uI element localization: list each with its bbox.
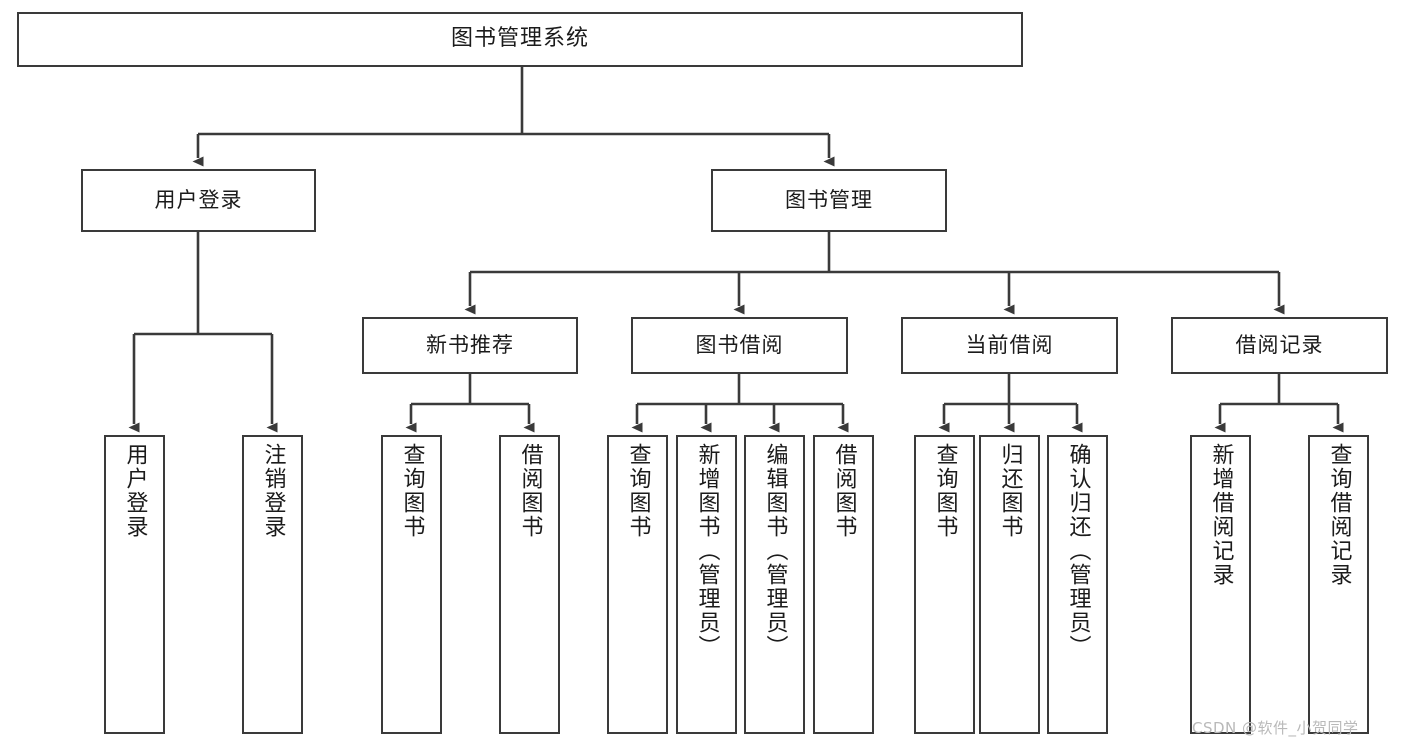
node-label: 新增借阅记录 — [1208, 443, 1234, 587]
node-leaf-edit-book[interactable]: 编辑图书（管理员） — [744, 435, 805, 734]
node-new-book-recommend[interactable]: 新书推荐 — [362, 317, 578, 374]
node-leaf-query-book-borrow[interactable]: 查询图书 — [607, 435, 668, 734]
node-book-borrow[interactable]: 图书借阅 — [631, 317, 848, 374]
csdn-watermark: CSDN @软件_小贺同学 — [1192, 719, 1359, 737]
node-leaf-borrow-book-recommend[interactable]: 借阅图书 — [499, 435, 560, 734]
node-label: 查询图书 — [625, 443, 651, 539]
node-leaf-logout-login[interactable]: 注销登录 — [242, 435, 303, 734]
node-label: 借阅图书 — [517, 443, 543, 539]
node-leaf-query-book-current[interactable]: 查询图书 — [914, 435, 975, 734]
node-label: 查询图书 — [932, 443, 958, 539]
node-leaf-borrow-book[interactable]: 借阅图书 — [813, 435, 874, 734]
node-leaf-query-borrow-record[interactable]: 查询借阅记录 — [1308, 435, 1369, 734]
node-label: 当前借阅 — [965, 332, 1054, 357]
node-current-borrow[interactable]: 当前借阅 — [901, 317, 1118, 374]
node-label: 注销登录 — [260, 443, 286, 539]
node-label: 图书管理 — [785, 187, 873, 212]
node-label: 新书推荐 — [426, 332, 514, 357]
node-leaf-confirm-return[interactable]: 确认归还（管理员） — [1047, 435, 1108, 734]
node-leaf-add-book[interactable]: 新增图书（管理员） — [676, 435, 737, 734]
node-label: 归还图书 — [997, 443, 1023, 539]
node-label: 图书借阅 — [695, 332, 784, 357]
node-label: 借阅图书 — [831, 443, 857, 539]
node-leaf-return-book[interactable]: 归还图书 — [979, 435, 1040, 734]
node-user-login[interactable]: 用户登录 — [81, 169, 316, 232]
node-leaf-query-book-recommend[interactable]: 查询图书 — [381, 435, 442, 734]
node-label: 查询借阅记录 — [1326, 443, 1352, 587]
node-label: 借阅记录 — [1235, 332, 1324, 357]
node-label: 图书管理系统 — [450, 26, 589, 52]
node-label: 编辑图书（管理员） — [762, 443, 788, 659]
node-label: 查询图书 — [399, 443, 425, 539]
node-label: 用户登录 — [122, 443, 148, 539]
node-label: 确认归还（管理员） — [1065, 443, 1091, 659]
node-book-management[interactable]: 图书管理 — [711, 169, 947, 232]
node-borrow-record[interactable]: 借阅记录 — [1171, 317, 1388, 374]
node-leaf-user-login[interactable]: 用户登录 — [104, 435, 165, 734]
node-root-system[interactable]: 图书管理系统 — [17, 12, 1023, 67]
node-label: 用户登录 — [154, 187, 243, 212]
node-label: 新增图书（管理员） — [694, 443, 720, 659]
node-leaf-add-borrow-record[interactable]: 新增借阅记录 — [1190, 435, 1251, 734]
